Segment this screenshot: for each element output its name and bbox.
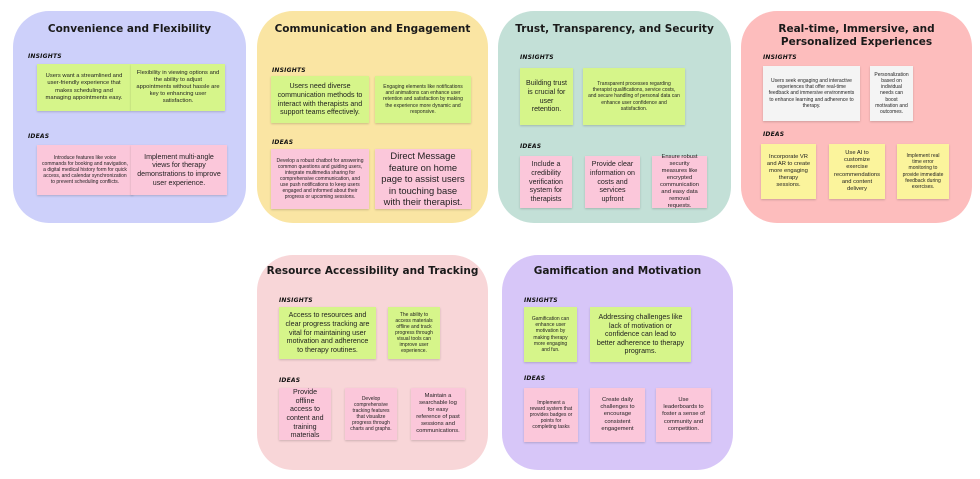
idea-note[interactable]: Ensure robust security measures like enc… bbox=[652, 154, 707, 209]
panel-title: Resource Accessibility and Tracking bbox=[266, 265, 479, 277]
panel-realtime-immersive: Real-time, Immersive, and Personalized E… bbox=[741, 11, 972, 223]
idea-note[interactable]: Provide clear information on costs and s… bbox=[585, 156, 640, 208]
panel-title: Gamification and Motivation bbox=[533, 265, 702, 277]
insights-label: INSIGHTS bbox=[279, 297, 313, 304]
panel-title: Real-time, Immersive, and Personalized E… bbox=[778, 23, 935, 48]
insight-note[interactable]: Building trust is crucial for user reten… bbox=[520, 68, 573, 125]
idea-note[interactable]: Provide offline access to content and tr… bbox=[279, 388, 331, 440]
insights-label: INSIGHTS bbox=[272, 67, 306, 74]
panel-trust-security: Trust, Transparency, and Security INSIGH… bbox=[498, 11, 731, 223]
insight-note[interactable]: Addressing challenges like lack of motiv… bbox=[590, 307, 691, 362]
panel-title: Convenience and Flexibility bbox=[47, 23, 212, 35]
idea-note[interactable]: Direct Message feature on home page to a… bbox=[375, 149, 471, 209]
insight-note[interactable]: Flexibility in viewing options and the a… bbox=[131, 64, 225, 111]
insight-note[interactable]: Access to resources and clear progress t… bbox=[279, 307, 376, 359]
insight-note[interactable]: Gamification can enhance user motivation… bbox=[524, 307, 577, 362]
idea-note[interactable]: Include a credibility verification syste… bbox=[520, 156, 572, 208]
idea-note[interactable]: Implement a reward system that provides … bbox=[524, 388, 578, 442]
panel-resource-tracking: Resource Accessibility and Tracking INSI… bbox=[257, 255, 488, 470]
ideas-label: IDEAS bbox=[520, 143, 542, 150]
insight-note[interactable]: Transparent processes regarding therapis… bbox=[583, 68, 685, 125]
idea-note[interactable]: Develop a robust chatbot for answering c… bbox=[271, 149, 369, 209]
idea-note[interactable]: Maintain a searchable log for easy refer… bbox=[411, 388, 465, 440]
idea-note[interactable]: Use leaderboards to foster a sense of co… bbox=[656, 388, 711, 442]
ideas-label: IDEAS bbox=[763, 131, 785, 138]
idea-note[interactable]: Implement real time error monitoring to … bbox=[897, 144, 949, 199]
insight-note[interactable]: Users need diverse communication methods… bbox=[271, 76, 369, 123]
panel-convenience-flexibility: Convenience and Flexibility INSIGHTS Use… bbox=[13, 11, 246, 223]
insight-note[interactable]: The ability to access materials offline … bbox=[388, 307, 440, 359]
ideas-label: IDEAS bbox=[28, 133, 50, 140]
ideas-label: IDEAS bbox=[272, 139, 294, 146]
idea-note[interactable]: Implement multi-angle views for therapy … bbox=[131, 145, 227, 195]
insight-note[interactable]: Users seek engaging and interactive expe… bbox=[763, 66, 860, 121]
panel-gamification-motivation: Gamification and Motivation INSIGHTS Gam… bbox=[502, 255, 733, 470]
idea-note[interactable]: Develop comprehensive tracking features … bbox=[345, 388, 397, 440]
idea-note[interactable]: Use AI to customize exercise recommendat… bbox=[829, 144, 885, 199]
insights-label: INSIGHTS bbox=[763, 54, 797, 61]
idea-note[interactable]: Create daily challenges to encourage con… bbox=[590, 388, 645, 442]
idea-note[interactable]: Incorporate VR and AR to create more eng… bbox=[761, 144, 816, 199]
panel-title: Trust, Transparency, and Security bbox=[515, 23, 714, 35]
panel-communication-engagement: Communication and Engagement INSIGHTS Us… bbox=[257, 11, 488, 223]
insight-note[interactable]: Engaging elements like notifications and… bbox=[375, 76, 471, 123]
idea-note[interactable]: Introduce features like voice commands f… bbox=[37, 145, 133, 195]
insights-label: INSIGHTS bbox=[28, 53, 62, 60]
insights-label: INSIGHTS bbox=[524, 297, 558, 304]
ideas-label: IDEAS bbox=[279, 377, 301, 384]
insights-label: INSIGHTS bbox=[520, 54, 554, 61]
panel-title: Communication and Engagement bbox=[274, 23, 471, 35]
ideas-label: IDEAS bbox=[524, 375, 546, 382]
insight-note[interactable]: Users want a streamlined and user-friend… bbox=[37, 64, 131, 111]
insight-note[interactable]: Personalization based on individual need… bbox=[870, 66, 913, 121]
